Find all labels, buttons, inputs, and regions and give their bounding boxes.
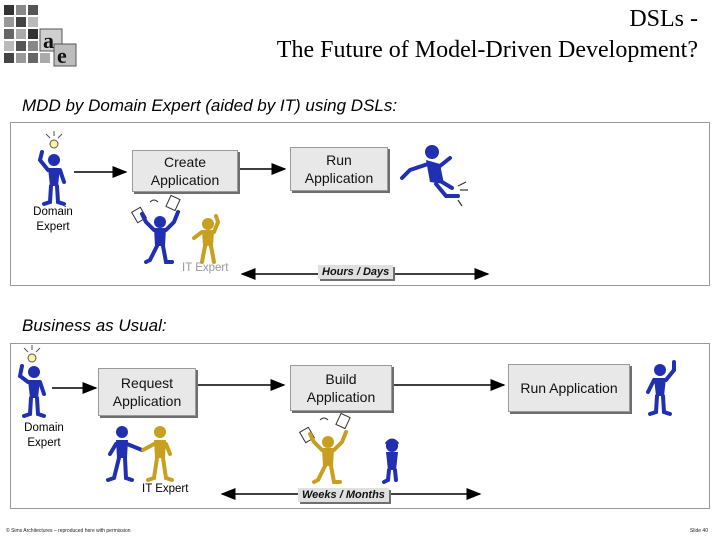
svg-text:e: e — [57, 43, 67, 68]
svg-text:a: a — [43, 28, 54, 53]
title-line-1: DSLs - — [629, 6, 698, 32]
bau-it-expert-label: IT Expert — [142, 483, 189, 495]
bau-end-user-figure — [646, 360, 676, 416]
run-application-box: Run Application — [290, 147, 388, 191]
slide-title: DSLs - The Future of Model-Driven Develo… — [277, 4, 698, 66]
bau-domain-expert-label: Domain Expert — [24, 422, 64, 449]
domain-expert-figure — [37, 131, 66, 206]
waiting-user-figure — [382, 438, 400, 484]
bau-domain-expert-figure — [17, 345, 46, 418]
build-application-box: Build Application — [290, 365, 392, 411]
bau-juggler-figure — [298, 412, 351, 484]
bau-heading: Business as Usual: — [22, 316, 167, 335]
copyright-notice: © Sims Architectures – reproduced here w… — [6, 528, 131, 534]
it-expert-label: IT Expert — [182, 262, 229, 274]
juggler-figure — [130, 194, 181, 264]
bau-duration-label: Weeks / Months — [298, 488, 389, 502]
title-line-2: The Future of Model-Driven Development? — [276, 37, 698, 63]
mdd-heading: MDD by Domain Expert (aided by IT) using… — [22, 96, 398, 115]
handshake-figures — [106, 426, 174, 482]
create-application-box: Create Application — [132, 150, 238, 192]
end-user-figure — [400, 145, 468, 207]
slide-number: Slide 40 — [689, 528, 708, 534]
domain-expert-label: Domain Expert — [33, 206, 73, 233]
mdd-duration-label: Hours / Days — [318, 265, 394, 279]
request-application-box: Request Application — [98, 368, 196, 416]
bau-run-application-box: Run Application — [508, 364, 630, 412]
it-expert-figure — [192, 214, 221, 264]
logo: a e — [2, 2, 80, 72]
